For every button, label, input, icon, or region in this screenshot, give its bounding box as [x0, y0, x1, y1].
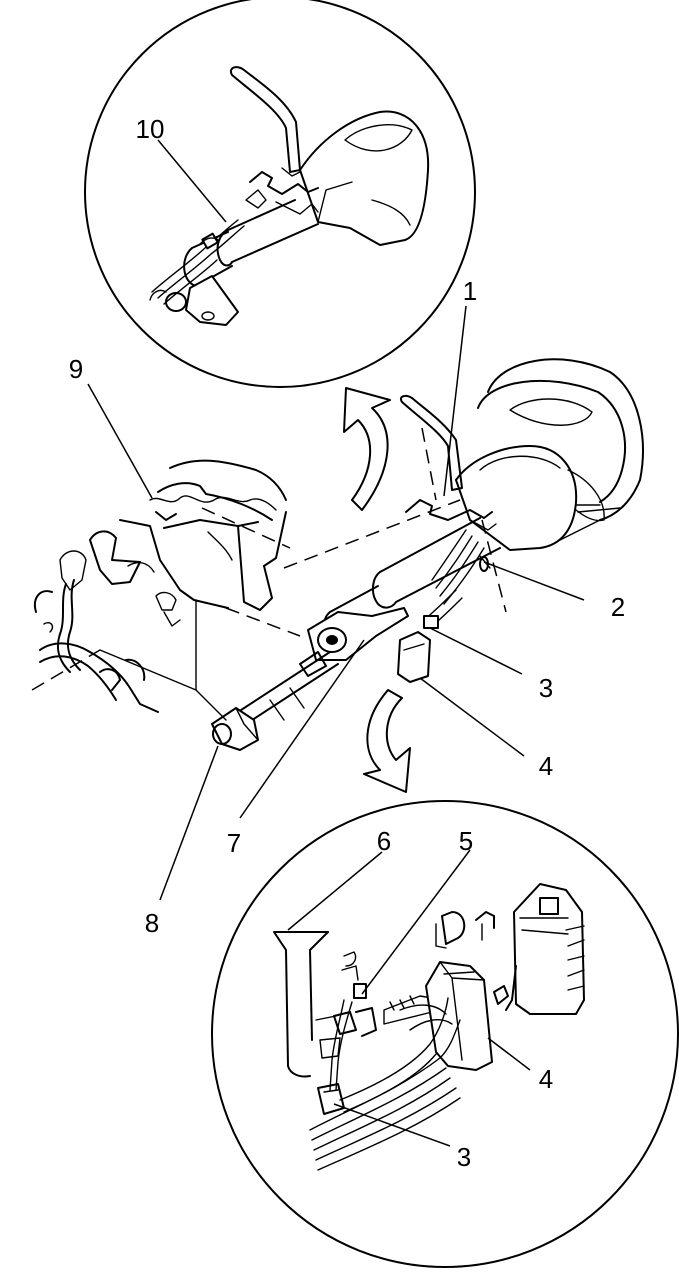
top-detail-view: 10	[84, 0, 476, 388]
callout-4b: 4	[539, 1064, 553, 1094]
callout-1: 1	[463, 276, 477, 306]
callout-9: 9	[69, 354, 83, 384]
callout-2: 2	[611, 592, 625, 622]
callout-4: 4	[539, 751, 553, 781]
callout-8: 8	[145, 908, 159, 938]
callout-3b: 3	[457, 1142, 471, 1172]
callout-5: 5	[459, 826, 473, 856]
callout-6: 6	[377, 826, 391, 856]
arrow-up-to-detail	[343, 387, 391, 511]
bottom-detail-view: 6 5 4 3	[211, 800, 679, 1268]
arrow-down-to-detail	[363, 689, 411, 793]
main-assembly-view: 1 2 3 4 7 8 9	[31, 276, 644, 938]
callout-3: 3	[539, 673, 553, 703]
callout-10: 10	[136, 114, 165, 144]
callout-7: 7	[227, 828, 241, 858]
